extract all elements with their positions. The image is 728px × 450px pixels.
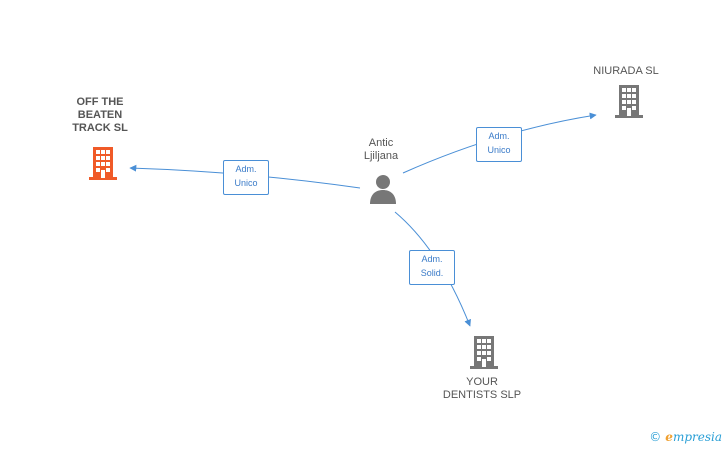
brand-initial: e xyxy=(665,430,673,444)
person-label-antic-ljiljana[interactable]: Antic Ljiljana xyxy=(346,137,416,163)
company-label-line: DENTISTS SLP xyxy=(442,389,522,401)
company-label-line: YOUR xyxy=(466,376,498,388)
company-label-your-dentists[interactable]: YOUR DENTISTS SLP xyxy=(434,376,530,402)
edge-label-adm-unico-niurada: Adm. Unico xyxy=(476,127,522,162)
empresia-logo[interactable]: ©empresia xyxy=(649,430,722,444)
company-label-line: NIURADA SL xyxy=(593,65,659,77)
company-label-off-the-beaten-track[interactable]: OFF THE BEATEN TRACK SL xyxy=(60,96,140,135)
company-label-line: OFF THE xyxy=(76,96,124,108)
person-label-line: Antic xyxy=(368,137,394,149)
edge-label-adm-solid-your-dentists: Adm. Solid. xyxy=(409,250,455,285)
building-icon[interactable] xyxy=(87,145,119,181)
brand-name-rest: mpresia xyxy=(672,430,722,444)
edge-label-adm-unico-off-the-beaten: Adm. Unico xyxy=(223,160,269,195)
company-label-line: TRACK SL xyxy=(72,122,128,134)
building-icon[interactable] xyxy=(613,83,645,119)
company-label-niurada[interactable]: NIURADA SL xyxy=(586,65,666,78)
building-icon[interactable] xyxy=(468,334,500,370)
person-icon[interactable] xyxy=(368,173,398,205)
copyright-symbol: © xyxy=(649,430,662,444)
company-label-line: BEATEN xyxy=(77,109,123,121)
person-label-line: Ljiljana xyxy=(363,150,399,162)
